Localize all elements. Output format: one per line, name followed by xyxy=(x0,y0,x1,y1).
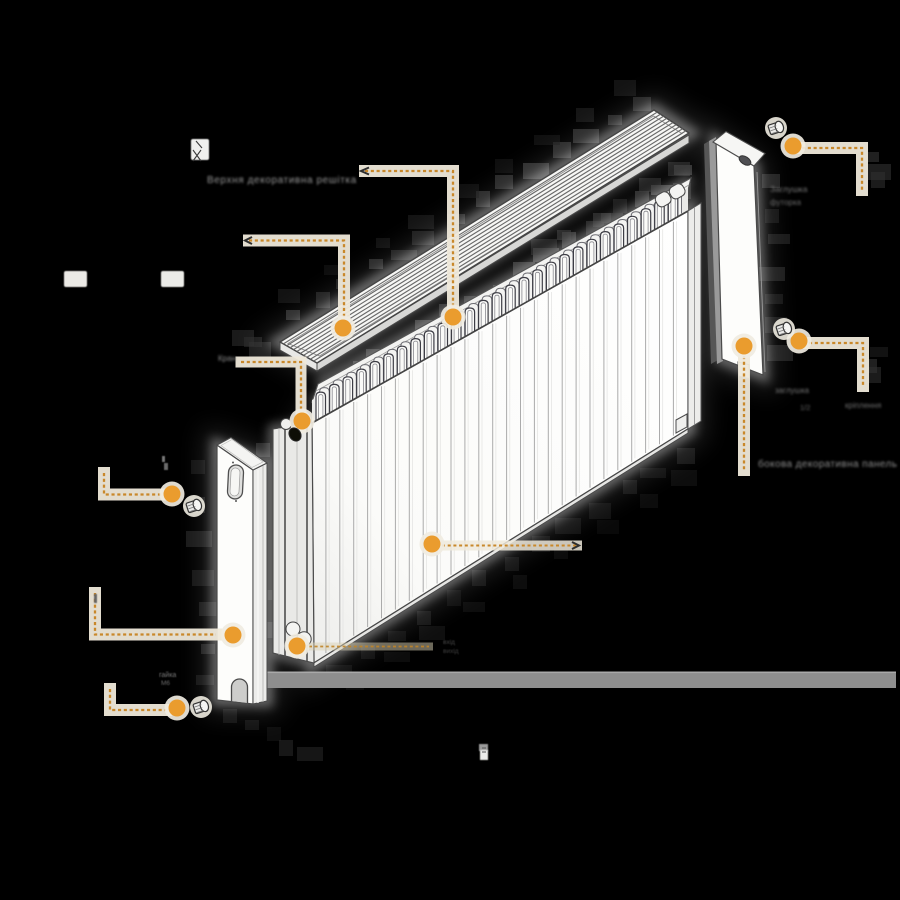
svg-text:кріплення: кріплення xyxy=(845,401,881,410)
svg-text:футорка: футорка xyxy=(770,198,802,207)
svg-text:гайка: гайка xyxy=(159,671,176,679)
svg-text:заглушка: заглушка xyxy=(775,386,810,395)
svg-text:Верхня декоративна решітка: Верхня декоративна решітка xyxy=(207,175,357,186)
svg-text:М6: М6 xyxy=(161,680,170,687)
svg-text:1/2: 1/2 xyxy=(800,403,810,412)
svg-text:Кран: Кран xyxy=(218,354,236,363)
svg-text:бокова декоративна панель: бокова декоративна панель xyxy=(758,458,897,470)
svg-text:Заглушка: Заглушка xyxy=(770,184,808,194)
svg-text:вхід: вхід xyxy=(443,638,455,646)
svg-text:вихід: вихід xyxy=(443,647,459,655)
